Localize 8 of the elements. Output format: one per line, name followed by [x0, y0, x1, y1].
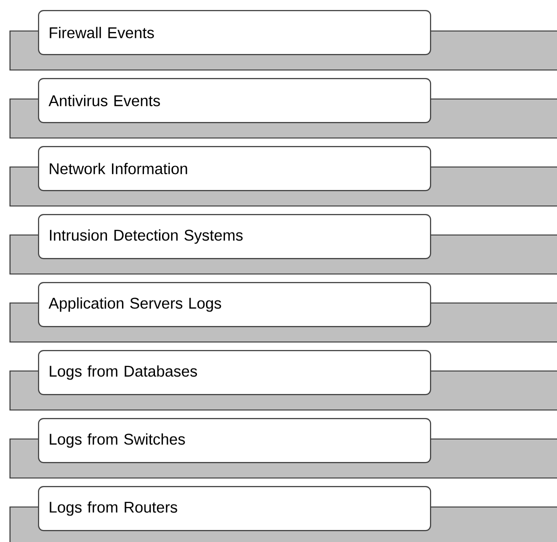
label-box: Logs from Databases [38, 350, 432, 396]
label-box: Firewall Events [38, 10, 432, 56]
label-box: Logs from Switches [38, 418, 432, 464]
label-box: Intrusion Detection Systems [38, 214, 432, 260]
label-box: Application Servers Logs [38, 282, 432, 328]
label-box: Network Information [38, 146, 432, 192]
label-box: Antivirus Events [38, 78, 432, 124]
label-box: Logs from Routers [38, 486, 432, 532]
